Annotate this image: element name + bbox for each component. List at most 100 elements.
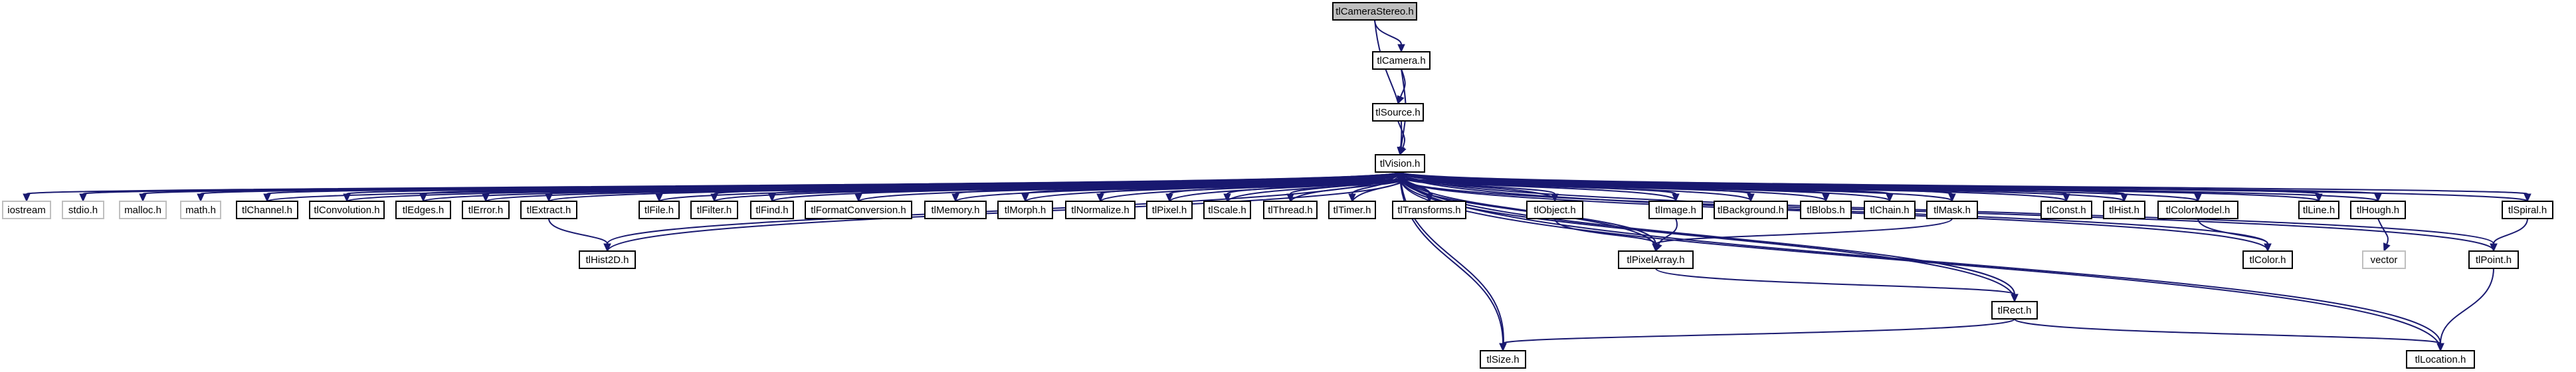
node-tlTimer[interactable]: tlTimer.h <box>1328 201 1376 219</box>
node-tlEdges[interactable]: tlEdges.h <box>395 201 451 219</box>
node-box <box>2157 201 2238 219</box>
node-tlVision[interactable]: tlVision.h <box>1375 154 1425 173</box>
node-tlBlobs[interactable]: tlBlobs.h <box>1800 201 1852 219</box>
edge-line <box>1400 179 2016 302</box>
node-box <box>1263 201 1318 219</box>
node-box <box>1648 201 1703 219</box>
node-box <box>997 201 1053 219</box>
node-box <box>1714 201 1788 219</box>
edge-line <box>1399 171 2528 195</box>
node-label: tlBlobs.h <box>1807 205 1845 216</box>
node-tlColorModel[interactable]: tlColorModel.h <box>2157 201 2238 219</box>
node-tlMemory[interactable]: tlMemory.h <box>924 201 987 219</box>
node-tlRect[interactable]: tlRect.h <box>1991 301 2038 320</box>
node-box <box>119 201 167 219</box>
node-label: tlMorph.h <box>1005 205 1046 216</box>
node-tlThread[interactable]: tlThread.h <box>1263 201 1318 219</box>
node-tlColor[interactable]: tlColor.h <box>2242 250 2293 269</box>
node-tlFile[interactable]: tlFile.h <box>639 201 680 219</box>
node-label: tlHist.h <box>2109 205 2139 216</box>
edge-line <box>1399 171 2015 295</box>
node-tlLocation[interactable]: tlLocation.h <box>2406 350 2475 369</box>
edge-line <box>548 218 608 244</box>
node-box <box>62 201 104 219</box>
node-tlFormatConversion[interactable]: tlFormatConversion.h <box>805 201 912 219</box>
edge-line <box>1374 19 1403 148</box>
node-label: tlRect.h <box>1998 305 2032 316</box>
node-label: tlSpiral.h <box>2508 205 2547 216</box>
node-tlImage[interactable]: tlImage.h <box>1648 201 1703 219</box>
edge-arrowhead <box>951 193 959 203</box>
node-tlFind[interactable]: tlFind.h <box>750 201 794 219</box>
node-tlHough[interactable]: tlHough.h <box>2350 201 2406 219</box>
node-tlSize[interactable]: tlSize.h <box>1480 350 1526 369</box>
node-box <box>1392 201 1466 219</box>
node-box <box>924 201 987 219</box>
node-label: tlNormalize.h <box>1071 205 1130 216</box>
node-label: tlPoint.h <box>2476 254 2512 266</box>
node-tlConvolution[interactable]: tlConvolution.h <box>309 201 385 219</box>
node-tlConst[interactable]: tlConst.h <box>2040 201 2092 219</box>
edge-arrowhead <box>482 193 490 203</box>
edge-tlVision-to-tlMorph <box>1021 171 1401 203</box>
edge-line <box>1374 19 1402 45</box>
node-tlExtract[interactable]: tlExtract.h <box>520 201 577 219</box>
edge-arrowhead <box>1223 193 1231 203</box>
node-tlHist2D[interactable]: tlHist2D.h <box>579 250 636 269</box>
node-tlSpiral[interactable]: tlSpiral.h <box>2502 201 2553 219</box>
node-tlCamera[interactable]: tlCamera.h <box>1372 51 1431 70</box>
edge-arrowhead <box>2062 193 2070 203</box>
node-stdio: stdio.h <box>62 201 104 219</box>
edge-line <box>1400 68 1406 98</box>
edge-arrowhead <box>197 193 205 203</box>
node-tlHist[interactable]: tlHist.h <box>2103 201 2145 219</box>
node-tlMask[interactable]: tlMask.h <box>1926 201 1978 219</box>
edge-tlVision-to-tlScale <box>1223 171 1401 203</box>
node-label: tlChain.h <box>1870 205 1909 216</box>
node-tlScale[interactable]: tlScale.h <box>1203 201 1251 219</box>
edge-arrowhead <box>655 193 663 203</box>
edge-arrowhead <box>1165 193 1173 203</box>
node-box <box>1480 350 1526 369</box>
node-tlError[interactable]: tlError.h <box>462 201 510 219</box>
node-vector: vector <box>2362 250 2406 269</box>
node-tlPixelArray[interactable]: tlPixelArray.h <box>1618 250 1694 269</box>
edge-arrowhead <box>1397 171 1405 181</box>
node-box <box>1372 103 1424 122</box>
node-tlPoint[interactable]: tlPoint.h <box>2468 250 2519 269</box>
node-label: tlEdges.h <box>403 205 445 216</box>
edge-tlMask-to-tlPixelArray <box>1652 218 1953 252</box>
node-label: tlImage.h <box>1655 205 1696 216</box>
edge-line <box>1655 218 1953 244</box>
edge-arrowhead <box>343 193 351 203</box>
node-box <box>2040 201 2092 219</box>
node-tlNormalize[interactable]: tlNormalize.h <box>1065 201 1136 219</box>
node-box <box>805 201 912 219</box>
node-tlBackground[interactable]: tlBackground.h <box>1714 201 1788 219</box>
node-box <box>2502 201 2553 219</box>
edge-arrowhead <box>1397 44 1405 53</box>
node-box <box>2 201 51 219</box>
node-box <box>639 201 680 219</box>
node-tlTransforms[interactable]: tlTransforms.h <box>1392 201 1466 219</box>
node-tlFilter[interactable]: tlFilter.h <box>690 201 738 219</box>
node-tlLine[interactable]: tlLine.h <box>2298 201 2339 219</box>
node-label: tlSource.h <box>1375 107 1421 118</box>
node-tlChain[interactable]: tlChain.h <box>1864 201 1916 219</box>
edge-tlRect-to-tlSize <box>1499 318 2015 352</box>
node-tlMorph[interactable]: tlMorph.h <box>997 201 1053 219</box>
edge-line <box>1502 318 2015 344</box>
node-tlPixel[interactable]: tlPixel.h <box>1146 201 1193 219</box>
edge-line <box>2493 218 2528 244</box>
edges-layer <box>23 19 2531 352</box>
node-tlChannel[interactable]: tlChannel.h <box>236 201 298 219</box>
node-tlCameraStereo: tlCameraStereo.h <box>1332 2 1417 21</box>
node-tlSource[interactable]: tlSource.h <box>1372 103 1424 122</box>
edge-arrowhead <box>545 193 553 203</box>
edge-arrowhead <box>603 243 611 252</box>
node-box <box>1332 2 1417 21</box>
edge-arrowhead <box>854 193 862 203</box>
node-tlObject[interactable]: tlObject.h <box>1526 201 1583 219</box>
edge-tlLocation-to-tlVision <box>1397 171 2442 351</box>
